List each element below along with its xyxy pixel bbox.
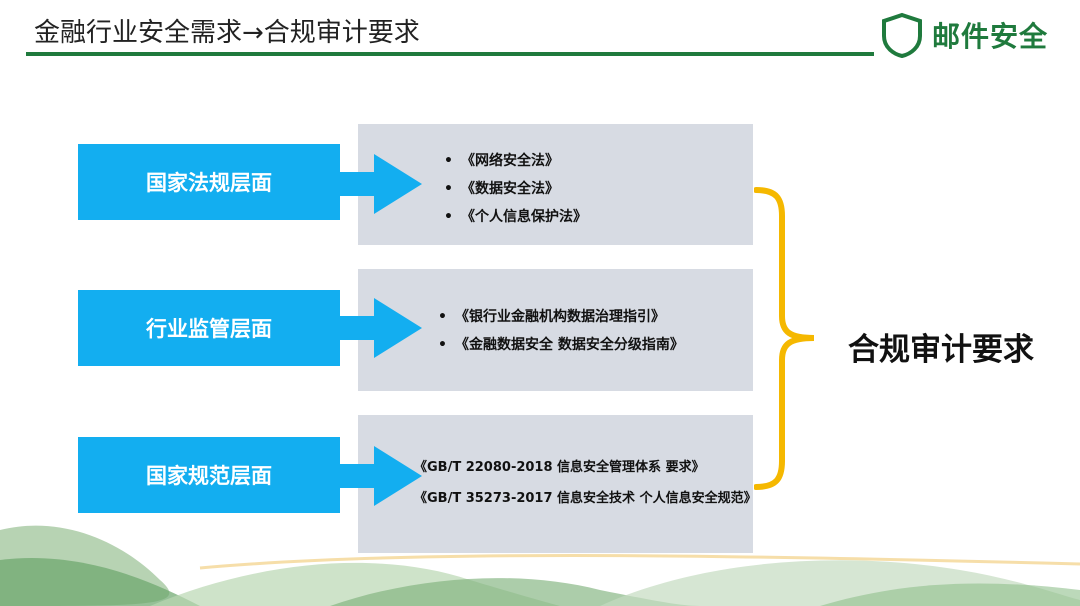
level-national-standard: 国家规范层面 (78, 437, 340, 513)
logo: 邮件安全 (880, 12, 1048, 58)
panel-industry-regulation: •《银行业金融机构数据治理指引》 •《金融数据安全 数据安全分级指南》 (358, 269, 753, 391)
page-title: 金融行业安全需求→合规审计要求 (34, 18, 420, 48)
level-label: 行业监管层面 (146, 317, 272, 341)
shield-icon (882, 12, 922, 58)
list-item: •《金融数据安全 数据安全分级指南》 (438, 337, 684, 353)
list-item: 《GB/T 22080-2018 信息安全管理体系 要求》 (414, 460, 705, 475)
panel-national-standard: 《GB/T 22080-2018 信息安全管理体系 要求》 《GB/T 3527… (358, 415, 757, 553)
level-label: 国家法规层面 (146, 171, 272, 195)
result-label: 合规审计要求 (848, 332, 1034, 368)
level-national-law: 国家法规层面 (78, 144, 340, 220)
decorative-waves (0, 525, 1080, 606)
list-item: •《网络安全法》 (444, 153, 559, 169)
panel-national-law: •《网络安全法》 •《数据安全法》 •《个人信息保护法》 (358, 124, 753, 245)
list-item: 《GB/T 35273-2017 信息安全技术 个人信息安全规范》 (414, 491, 757, 506)
level-label: 国家规范层面 (146, 464, 272, 488)
logo-text: 邮件安全 (932, 20, 1049, 53)
arrow-right-icon (340, 298, 422, 358)
list-item: •《个人信息保护法》 (444, 209, 587, 225)
title-divider (26, 52, 874, 56)
list-item: •《数据安全法》 (444, 181, 559, 197)
arrow-right-icon (340, 154, 422, 214)
arrow-right-icon (340, 446, 422, 506)
curly-brace-icon (754, 187, 815, 490)
level-industry-regulation: 行业监管层面 (78, 290, 340, 366)
list-item: •《银行业金融机构数据治理指引》 (438, 309, 665, 325)
